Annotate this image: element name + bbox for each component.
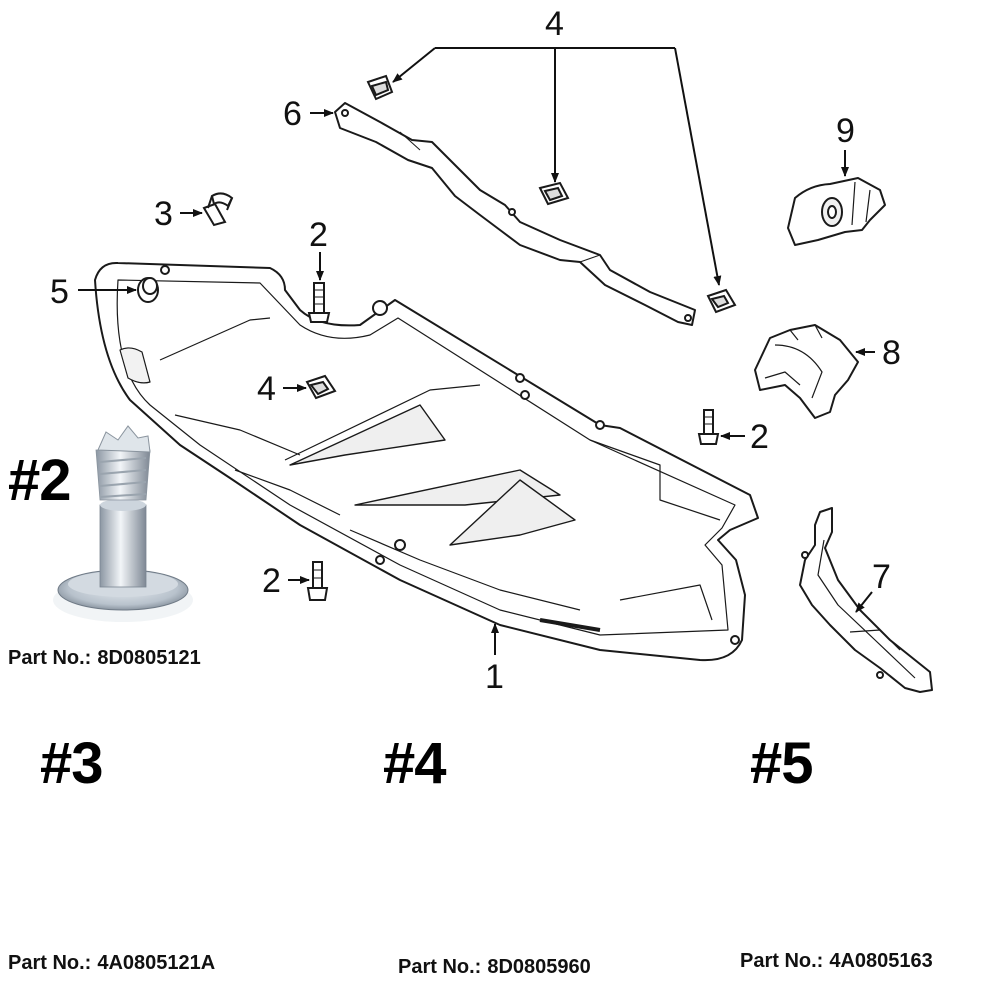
part-number-value: 4A0805163 [829,950,933,972]
clip-nut-top-mid [538,181,570,206]
part-number-value: 8D0805960 [487,956,591,978]
part-badge-4: #4 [383,731,447,796]
push-rivet-drawing [202,192,234,227]
part-number-3: Part No.:4A0805121A [8,952,221,975]
clip-nut-top-right [706,288,737,314]
callout-2-bottom: 2 [262,562,281,600]
part-number-value: 8D0805121 [97,647,201,669]
wheel-arch-guard-8 [754,324,859,419]
part-badge-3: #3 [40,731,104,796]
callout-8: 8 [882,334,901,372]
part-number-value: 4A0805121A [97,952,216,974]
grommet-drawing [137,277,159,303]
callout-4-mid: 4 [257,370,276,408]
part-number-label: Part No.: [8,647,92,669]
clip-nut-top-left [366,74,394,101]
callout-5: 5 [50,273,69,311]
callout-7: 7 [872,558,891,596]
part-badge-2: #2 [8,448,72,513]
side-deflector-7 [799,507,933,693]
callout-arrows [78,47,875,655]
corner-shield-9 [787,177,886,246]
support-rail [334,102,696,326]
part-number-5: Part No.:4A0805163 [740,950,939,973]
callout-2-top: 2 [309,216,328,254]
callout-4-top: 4 [545,5,564,43]
screw-right [697,409,720,445]
screw-bottom [306,561,329,601]
threaded-stud-icon [53,425,193,622]
part-number-label: Part No.: [740,950,824,972]
screw-top [307,282,331,323]
clip-nut-panel [305,374,337,400]
callout-2-right: 2 [750,418,769,456]
part-number-label: Part No.: [398,956,482,978]
part-badge-5: #5 [750,731,814,796]
part-number-2: Part No.:8D0805121 [8,647,207,670]
callout-1: 1 [485,658,504,696]
callout-9: 9 [836,112,855,150]
undertray-panel [94,261,759,662]
part-number-label: Part No.: [8,952,92,974]
callout-3: 3 [154,195,173,233]
callout-6: 6 [283,95,302,133]
part-number-4: Part No.:8D0805960 [398,956,597,979]
